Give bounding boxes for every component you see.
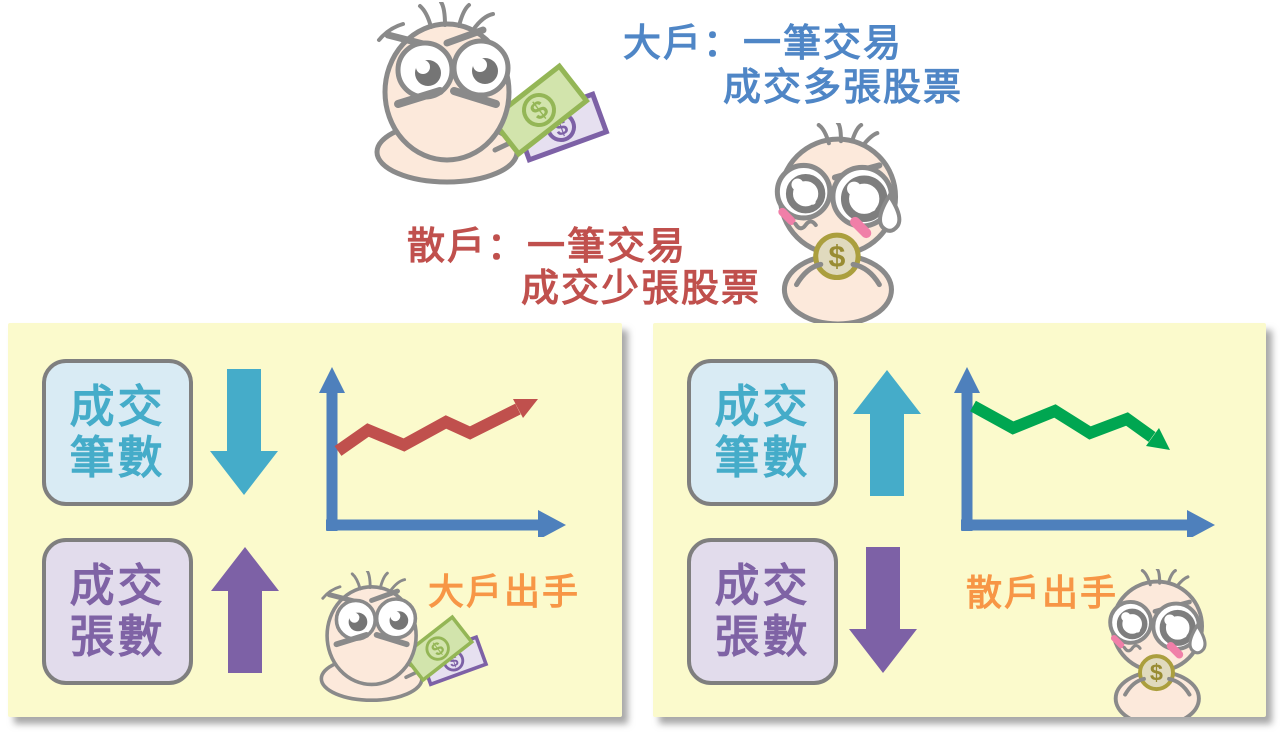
retail-panel: 成交 筆數 成交 張數 散戶出手 (653, 323, 1266, 717)
shares-volume-box: 成交 張數 (687, 538, 838, 685)
big-investor-character-small (291, 571, 496, 711)
retail-investor-character-small (1103, 569, 1221, 717)
transactions-down-arrow-icon (210, 369, 278, 495)
uptrend-arrowhead-icon (513, 399, 538, 418)
shares-volume-box: 成交 張數 (42, 538, 193, 685)
falling-price-chart (954, 367, 1215, 537)
downtrend-arrowhead-icon (1146, 428, 1170, 450)
retail-note-line2: 成交少張股票 (521, 268, 762, 310)
big-player-note-line1: 大戶：一筆交易 (623, 23, 904, 65)
retail-note-line1: 散戶：一筆交易 (407, 226, 688, 268)
big-player-panel: 成交 筆數 成交 張數 大戶出手 (8, 323, 622, 717)
big-player-action-caption: 大戶出手 (428, 571, 581, 612)
shares-up-arrow-icon (211, 547, 279, 673)
downtrend-line (970, 400, 1156, 442)
big-player-note-line2: 成交多張股票 (723, 67, 964, 109)
rising-price-chart (319, 367, 566, 537)
retail-investor-character (768, 123, 920, 325)
transactions-up-arrow-icon (853, 370, 921, 496)
shares-down-arrow-icon (849, 547, 917, 673)
uptrend-line (334, 403, 521, 456)
big-investor-character (335, 2, 620, 197)
transactions-count-box: 成交 筆數 (42, 359, 193, 506)
retail-action-caption: 散戶出手 (966, 572, 1119, 613)
transactions-count-box: 成交 筆數 (687, 359, 838, 506)
